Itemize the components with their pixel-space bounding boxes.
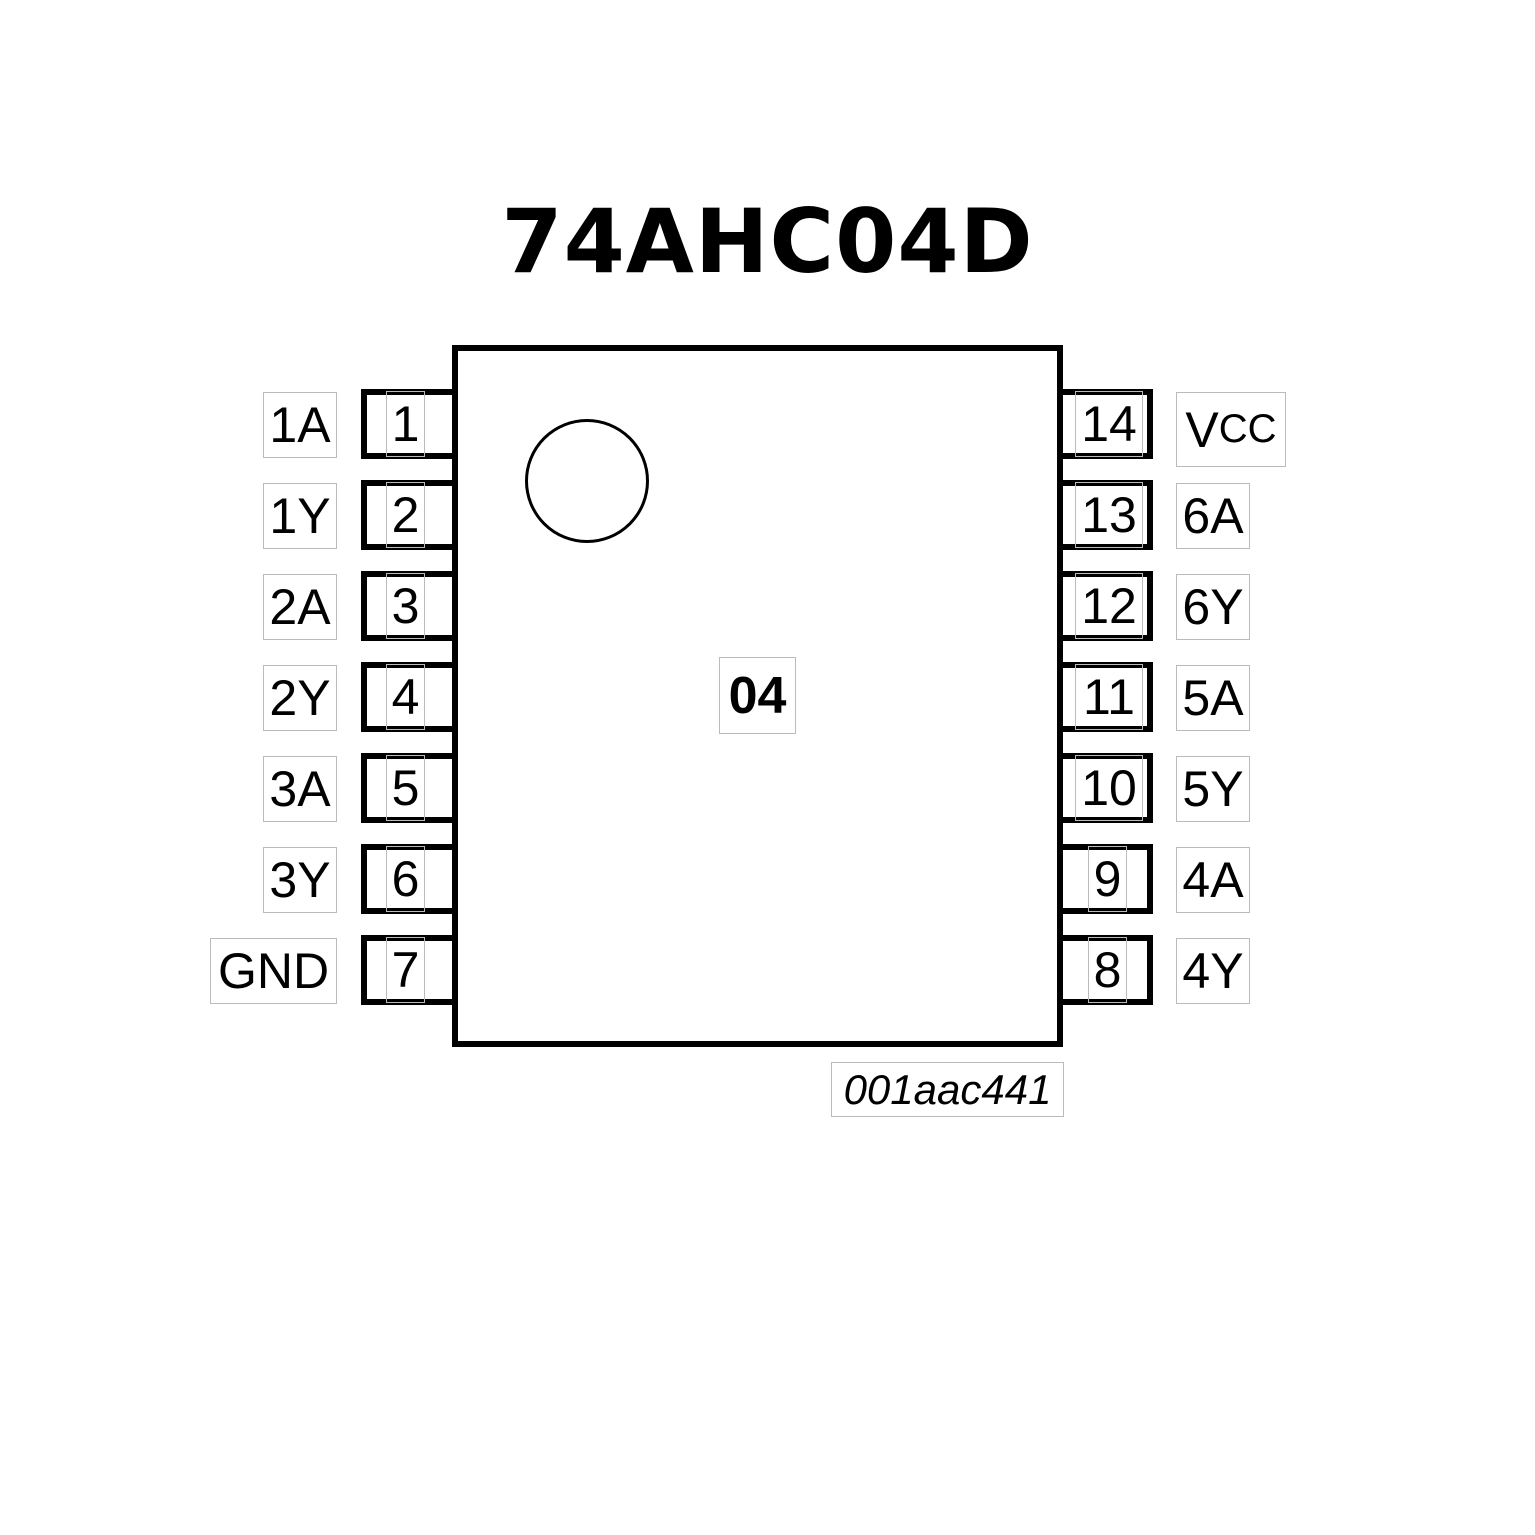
pin-number: 3 [386, 573, 425, 639]
pin-name: 1Y [263, 483, 337, 549]
pin-name: 4Y [1176, 938, 1250, 1004]
pin1-indicator-circle [525, 419, 649, 543]
chip-body [452, 345, 1063, 1047]
pin-number: 4 [386, 664, 425, 730]
pin-name: GND [210, 938, 337, 1004]
pin-name: 3Y [263, 847, 337, 913]
pin-number: 6 [386, 846, 425, 912]
pin-name: 3A [263, 756, 337, 822]
pin-name-text: 6Y [1182, 579, 1244, 635]
pin-name: 5Y [1176, 756, 1250, 822]
pin-number: 12 [1075, 573, 1143, 639]
pin-number: 14 [1075, 391, 1143, 457]
pin-name-text: 6A [1182, 488, 1244, 544]
pin-name-text: 4Y [1182, 943, 1244, 999]
pin-name-text: 5A [1182, 670, 1244, 726]
pin-number: 13 [1075, 482, 1143, 548]
pin-name: 4A [1176, 847, 1250, 913]
pin-number: 7 [386, 937, 425, 1003]
pin-number: 5 [386, 755, 425, 821]
pin-name-text: V [1185, 401, 1219, 458]
pin-name: 6A [1176, 483, 1250, 549]
pin-name: 5A [1176, 665, 1250, 731]
pin-name-text: 5Y [1182, 761, 1244, 817]
pin-number: 10 [1075, 755, 1143, 821]
package-marking: 04 [719, 657, 796, 734]
pin-number: 11 [1075, 664, 1143, 730]
pin-number: 9 [1088, 846, 1127, 912]
pin-name: 1A [263, 392, 337, 458]
pin-name-subscript: CC [1218, 407, 1277, 451]
pin-name: 2A [263, 574, 337, 640]
pin-name-text: 4A [1182, 852, 1244, 908]
pin-name: 2Y [263, 665, 337, 731]
pin-number: 8 [1088, 937, 1127, 1003]
pin-number: 1 [386, 391, 425, 457]
pin-name: 6Y [1176, 574, 1250, 640]
chip-title: 74AHC04D [501, 190, 1034, 293]
document-id: 001aac441 [831, 1062, 1064, 1117]
pin-number: 2 [386, 482, 425, 548]
